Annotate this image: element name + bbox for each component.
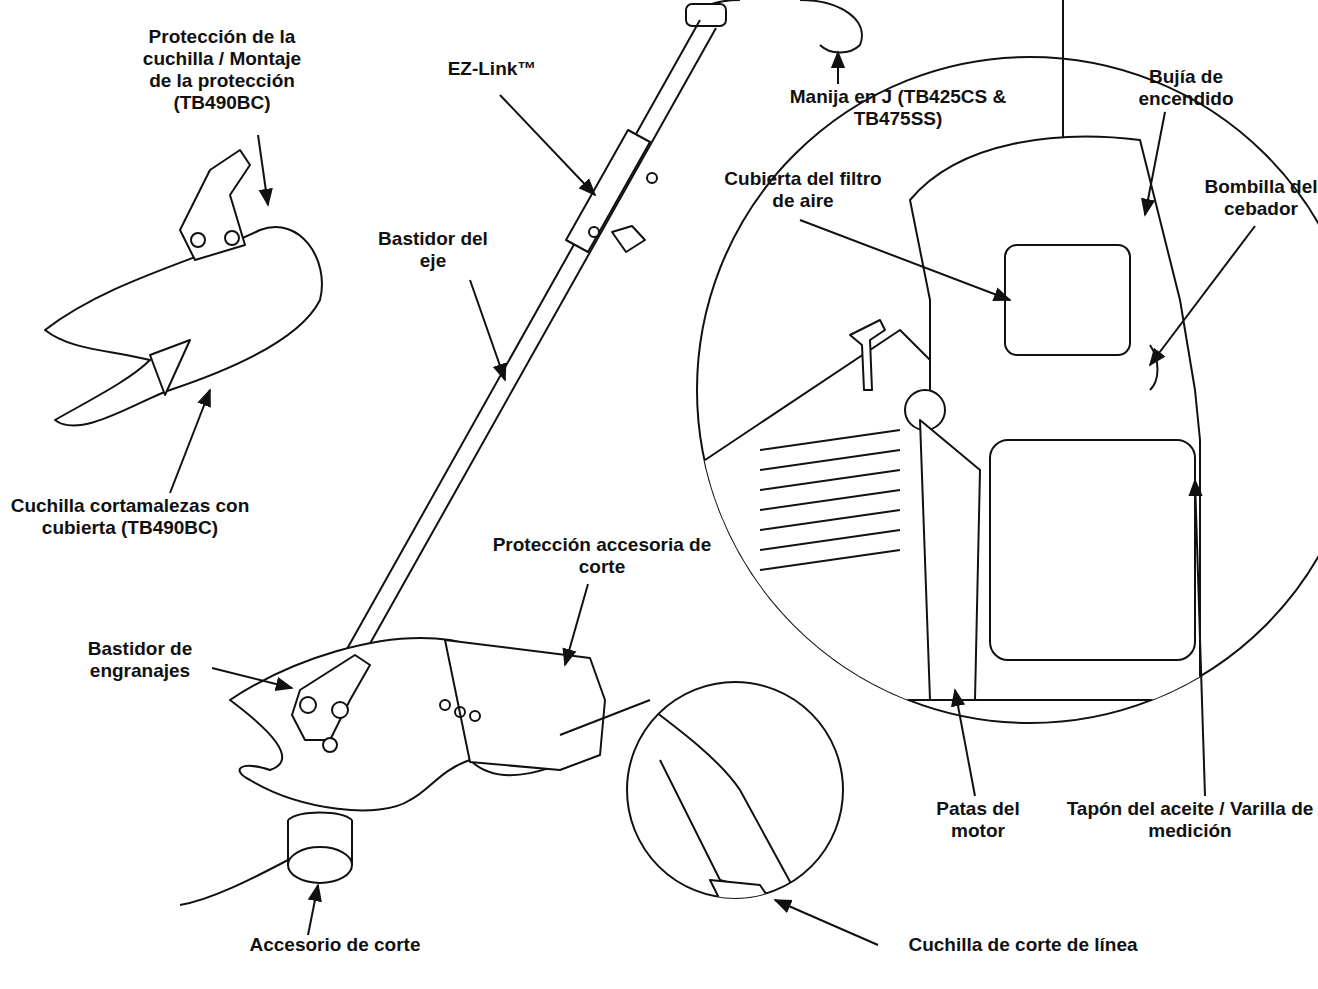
- trimmer-head: [288, 847, 352, 883]
- blade-gear: [180, 150, 250, 260]
- coupler-knob: [612, 226, 645, 252]
- cooling-fins: [760, 430, 900, 570]
- engine-left: [690, 330, 930, 700]
- primer: [1150, 345, 1158, 390]
- gear-housing: [292, 655, 370, 740]
- shaft: [338, 20, 716, 672]
- gear-bolt: [300, 697, 316, 713]
- ez-link-coupler: [566, 130, 650, 252]
- leader-arrow: [955, 690, 975, 796]
- leader-arrow: [1145, 112, 1165, 215]
- leader-arrow: [212, 668, 292, 688]
- trimmer-line: [180, 860, 288, 905]
- divider-line: [1062, 0, 1064, 160]
- blade-guard: [45, 227, 322, 425]
- guard-extension: [445, 640, 605, 770]
- leader-arrow: [500, 95, 595, 195]
- guard-hole: [470, 711, 480, 721]
- leader-arrow: [1150, 226, 1255, 365]
- detail-circle: [697, 57, 1318, 723]
- part-label: Bombilla del cebador: [1196, 176, 1318, 220]
- part-label: Manija en J (TB425CS & TB475SS): [763, 86, 1033, 130]
- blade-tip: [150, 340, 190, 395]
- part-label: Patas del motor: [928, 798, 1028, 842]
- trimmer-head-body: [288, 813, 352, 866]
- guard-hole: [455, 707, 465, 717]
- leader-arrow: [775, 900, 878, 945]
- leader-arrow: [1195, 480, 1205, 796]
- guard-hole: [440, 700, 450, 710]
- leader-arrow: [470, 280, 505, 380]
- guard-edge: [640, 700, 810, 905]
- part-label: EZ-Link™: [422, 58, 562, 80]
- part-label: Bastidor del eje: [373, 228, 493, 272]
- blade-bolt: [191, 233, 205, 247]
- part-label: Cubierta del filtro de aire: [723, 168, 883, 212]
- leader-arrow: [837, 52, 839, 84]
- leader: [560, 700, 650, 735]
- engine-leg: [920, 420, 980, 700]
- part-label: Accesorio de corte: [205, 934, 465, 956]
- leader-arrow: [308, 885, 318, 935]
- coupler-bolt: [589, 227, 599, 237]
- part-label: Cuchilla cortamalezas con cubierta (TB49…: [0, 495, 260, 539]
- engine-cover: [910, 137, 1200, 700]
- fuel-tank: [990, 440, 1195, 660]
- line-cutter-blade: [710, 880, 770, 900]
- part-label: Protección de la cuchilla / Montaje de l…: [137, 26, 307, 114]
- part-label: Bastidor de engranajes: [75, 638, 205, 682]
- part-label: Protección accesoria de corte: [482, 534, 722, 578]
- starter-handle: [850, 320, 885, 390]
- leader-arrow: [170, 390, 210, 493]
- leader-arrow: [800, 220, 1010, 300]
- gear-bolt: [332, 702, 348, 718]
- part-label: Cuchilla de corte de línea: [873, 934, 1173, 956]
- air-filter-cover: [1005, 245, 1130, 355]
- blade-bolt: [225, 231, 239, 245]
- part-label: Tapón del aceite / Varilla de medición: [1065, 798, 1315, 842]
- coupler-bolt: [647, 173, 657, 183]
- leader-arrow: [565, 584, 588, 665]
- leader-arrow: [258, 135, 268, 205]
- part-label: Bujía de encendido: [1121, 66, 1251, 110]
- gear-bolt: [323, 738, 337, 752]
- handle-clamp: [686, 4, 726, 26]
